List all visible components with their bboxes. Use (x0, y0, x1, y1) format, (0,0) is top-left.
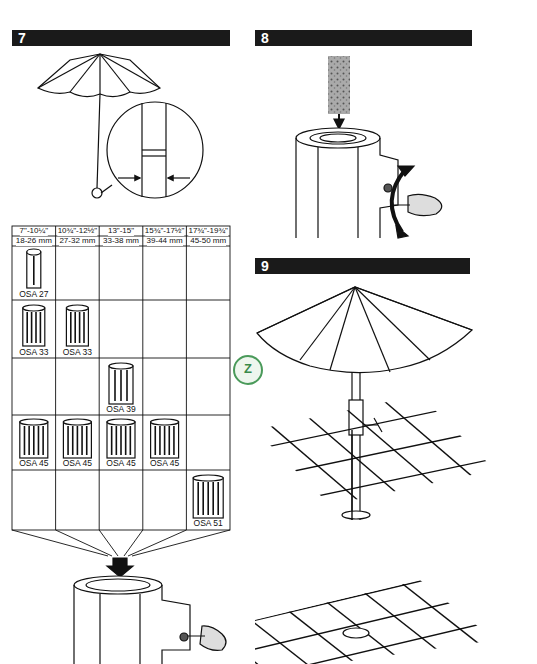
part-name: OSA 39 (106, 405, 135, 414)
size-mm: 33-38 mm (103, 237, 139, 246)
watermark-badge (234, 356, 262, 384)
base-with-pole (296, 56, 442, 238)
step-band: 8 (255, 30, 472, 46)
size-inch: 13"-15" (108, 227, 134, 236)
part-name: OSA 45 (150, 459, 179, 468)
part-name: OSA 51 (194, 519, 223, 528)
part-name: OSA 33 (19, 348, 48, 357)
size-mm: 18-26 mm (16, 237, 52, 246)
umbrella-on-table (257, 287, 472, 520)
size-mm: 27-32 mm (59, 237, 95, 246)
sleeve-icons (20, 249, 223, 518)
size-table (12, 226, 230, 556)
zoom-detail (101, 102, 203, 198)
size-mm: 39-44 mm (147, 237, 183, 246)
step-band: 7 (12, 30, 230, 46)
base-disk (343, 628, 369, 638)
step-band: 9 (255, 258, 470, 274)
size-inch: 7"-10¼" (20, 227, 48, 236)
step-number: 7 (18, 30, 26, 46)
size-inch: 17¾"-19¾" (188, 227, 227, 236)
part-name: OSA 45 (19, 459, 48, 468)
part-name: OSA 45 (63, 459, 92, 468)
part-name: OSA 27 (19, 290, 48, 299)
step-number: 9 (261, 258, 269, 274)
part-name: OSA 45 (106, 459, 135, 468)
watermark: Z (244, 362, 252, 376)
umbrella-base (74, 558, 226, 664)
step-number: 8 (261, 30, 269, 46)
part-name: OSA 33 (63, 348, 92, 357)
size-inch: 15¾"-17½" (145, 227, 184, 236)
size-mm: 45-50 mm (190, 237, 226, 246)
umbrella (38, 54, 160, 198)
size-inch: 10¾"-12½" (58, 227, 97, 236)
